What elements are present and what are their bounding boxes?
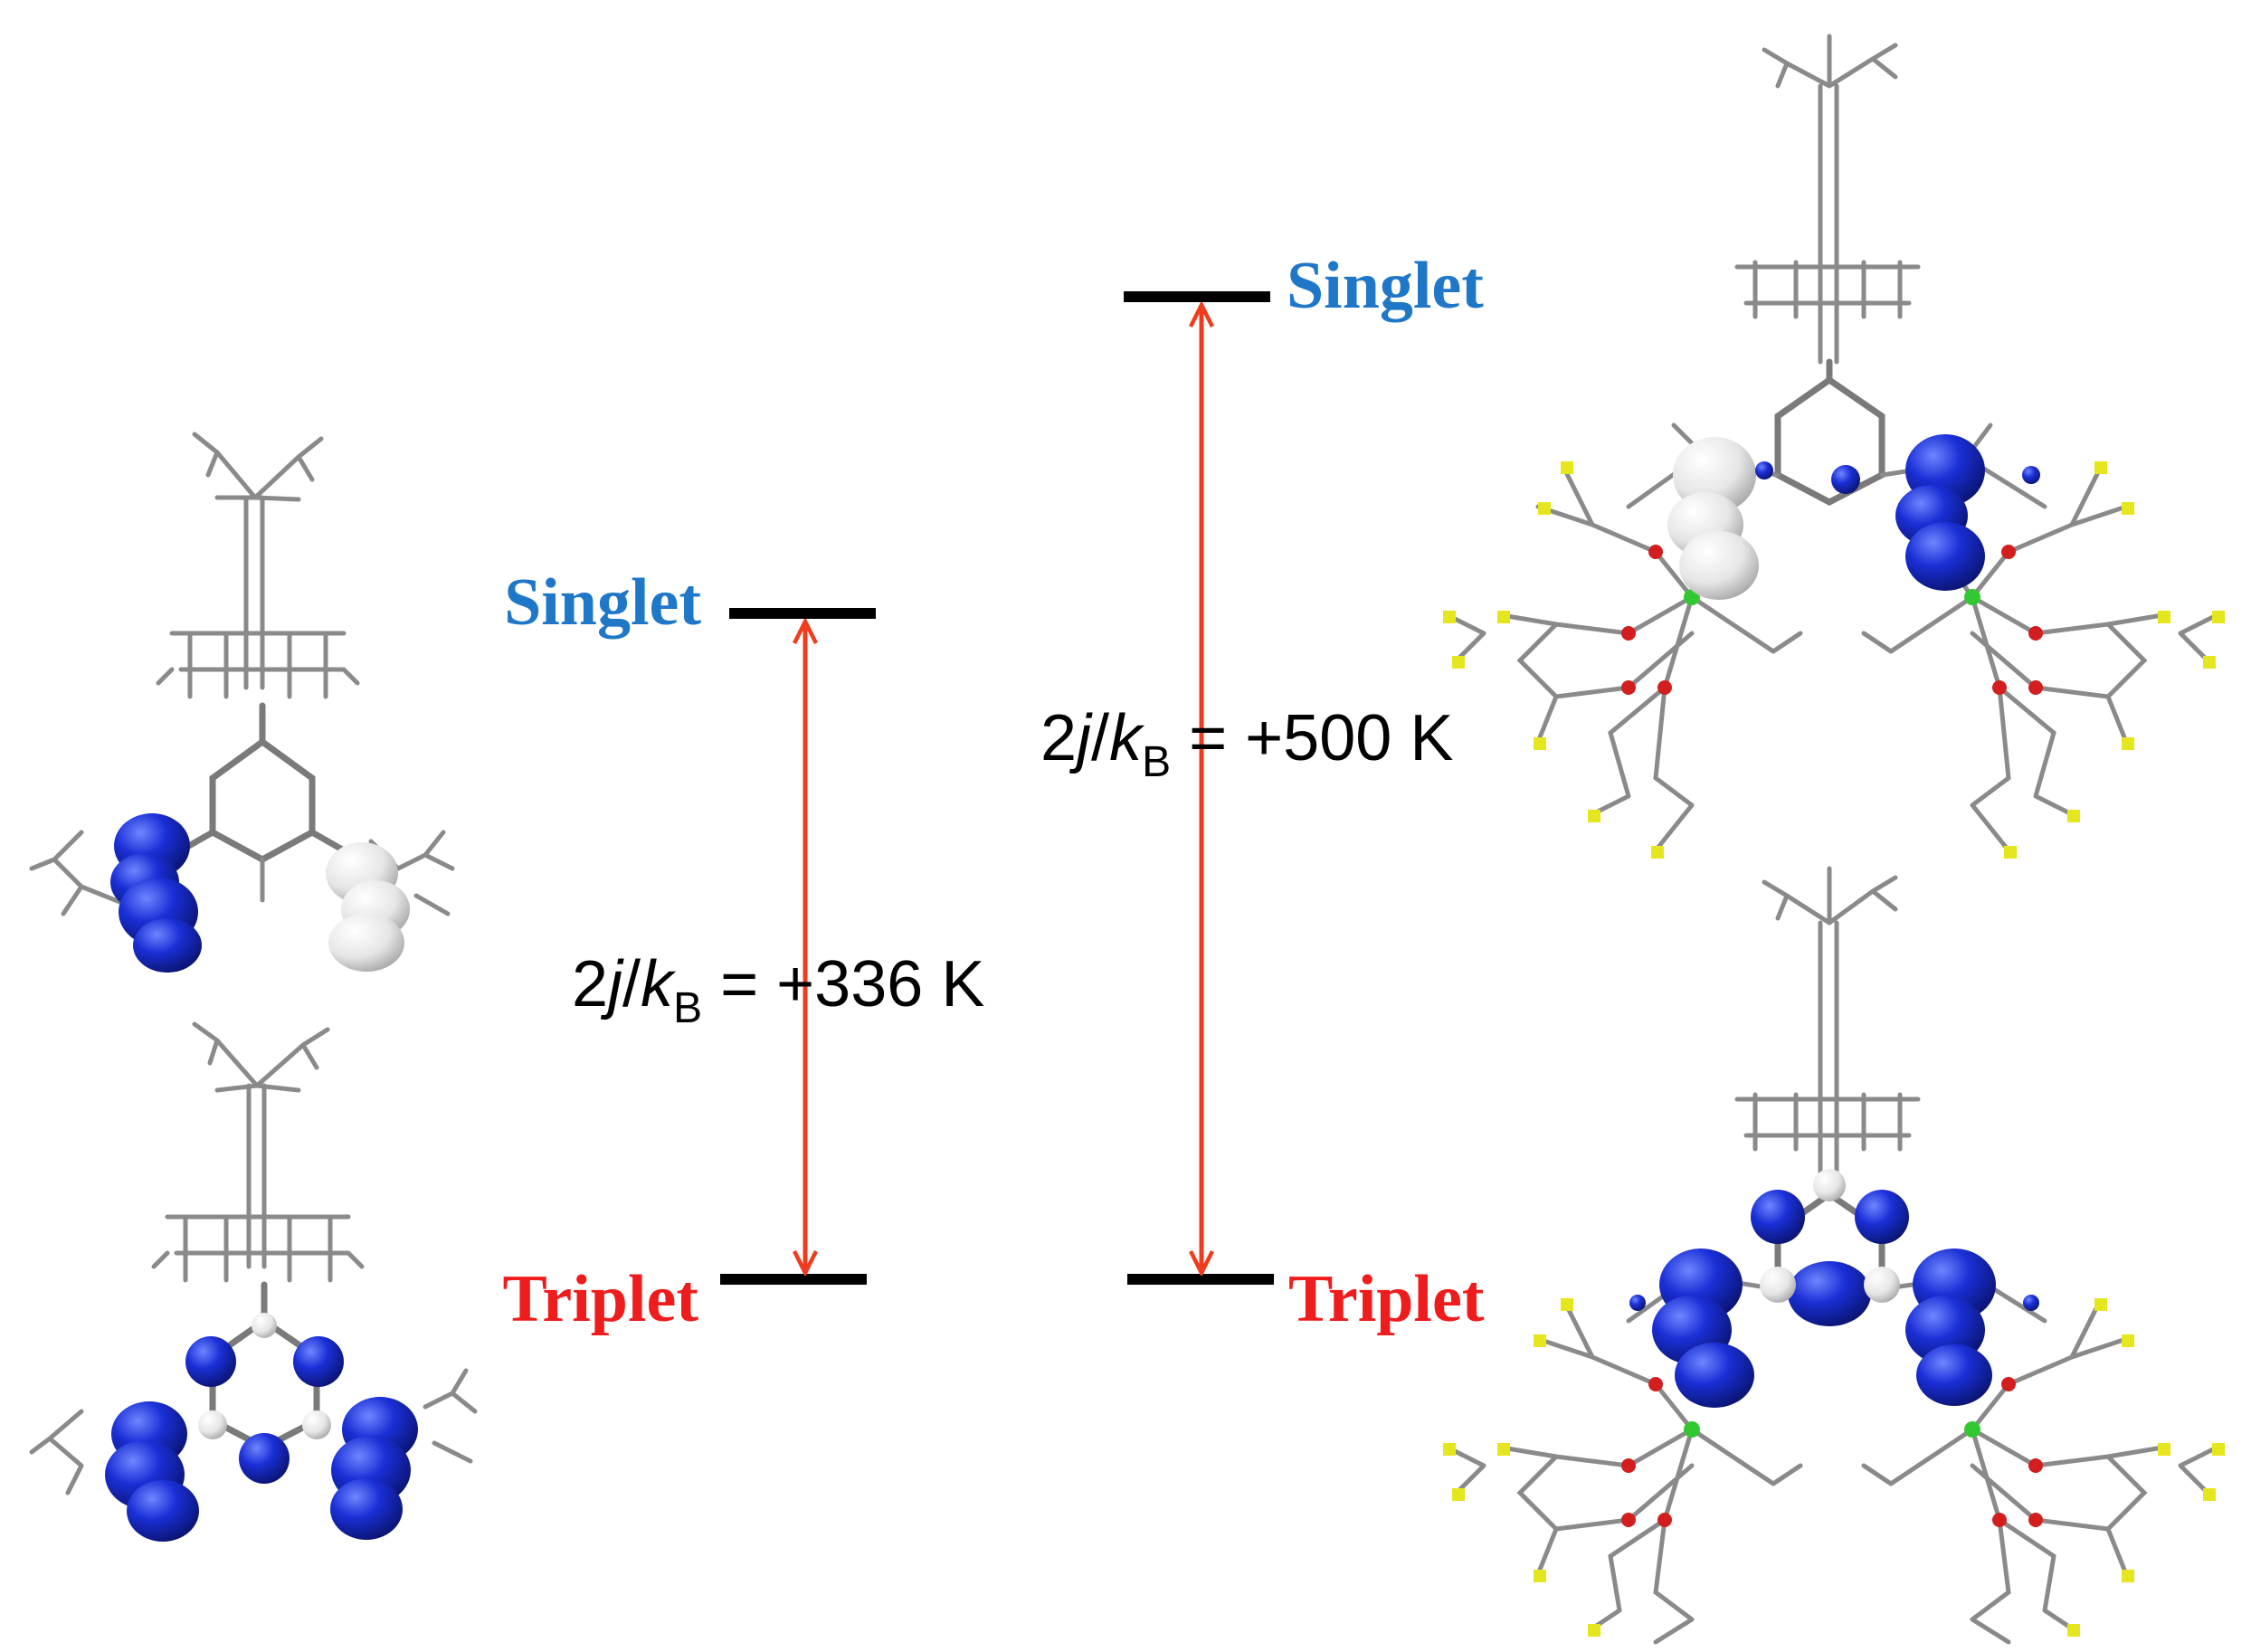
- metal-centers: [1684, 1421, 1980, 1438]
- spin-density-white-lobes: [1667, 437, 1759, 600]
- hfac-ligands: [1445, 468, 2219, 853]
- free-ligand-triplet-structure: [29, 1021, 478, 1542]
- exchange-coupling-label: 2j/kB = +336 K: [572, 948, 984, 1032]
- complex-singlet-structure: [1443, 33, 2225, 859]
- tert-butyl-group: [1734, 33, 1921, 365]
- oxygen-atoms: [1621, 545, 2043, 695]
- tert-butyl-group: [151, 1021, 365, 1283]
- singlet-label: Singlet: [1287, 249, 1484, 323]
- spin-density-white-lobes: [326, 842, 410, 972]
- spin-density-blue-lobes: [1629, 1190, 2039, 1408]
- exchange-coupling-label: 2j/kB = +500 K: [1040, 702, 1453, 786]
- triplet-label: Triplet: [503, 1262, 699, 1336]
- triplet-label: Triplet: [1288, 1262, 1485, 1336]
- complex-triplet-structure: [1443, 866, 2225, 1645]
- singlet-label: Singlet: [504, 565, 701, 640]
- tert-butyl-group: [156, 432, 360, 699]
- spin-density-blue-lobes: [105, 1336, 418, 1542]
- tert-butyl-group: [1734, 866, 1921, 1188]
- free-ligand-singlet-structure: [29, 432, 455, 973]
- left-energy-diagram: Singlet Triplet 2j/kB = +336 K: [503, 565, 985, 1336]
- spin-density-white-atoms: [198, 1313, 331, 1439]
- spin-density-blue-lobes: [110, 813, 202, 973]
- hfac-ligands: [1445, 1300, 2219, 1645]
- spin-density-blue-lobes: [1755, 434, 2040, 591]
- right-energy-diagram: Singlet Triplet 2j/kB = +500 K: [1040, 249, 1485, 1336]
- fluorine-atoms: [1443, 461, 2225, 859]
- oxygen-atoms: [1621, 1377, 2043, 1527]
- fluorine-atoms: [1443, 1298, 2225, 1637]
- spin-density-white-atoms: [1760, 1169, 1900, 1303]
